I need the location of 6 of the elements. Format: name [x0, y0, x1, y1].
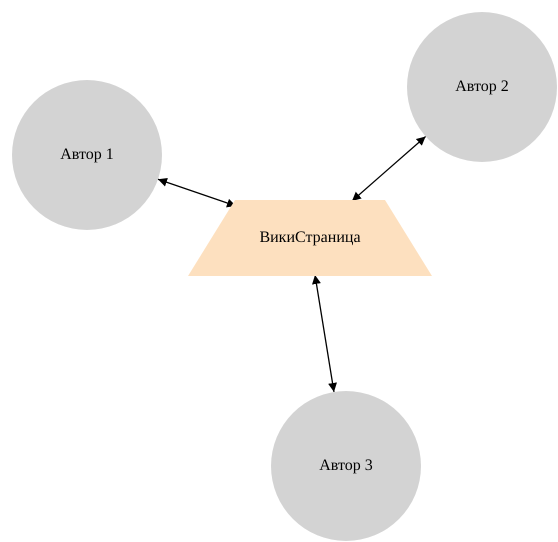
double-arrow	[352, 136, 426, 202]
node-label: ВикиСтраница	[259, 229, 361, 247]
node-label: Автор 3	[319, 457, 373, 475]
double-arrow	[312, 274, 337, 392]
node-label: Автор 1	[60, 146, 114, 164]
node-label: Автор 2	[455, 78, 509, 96]
